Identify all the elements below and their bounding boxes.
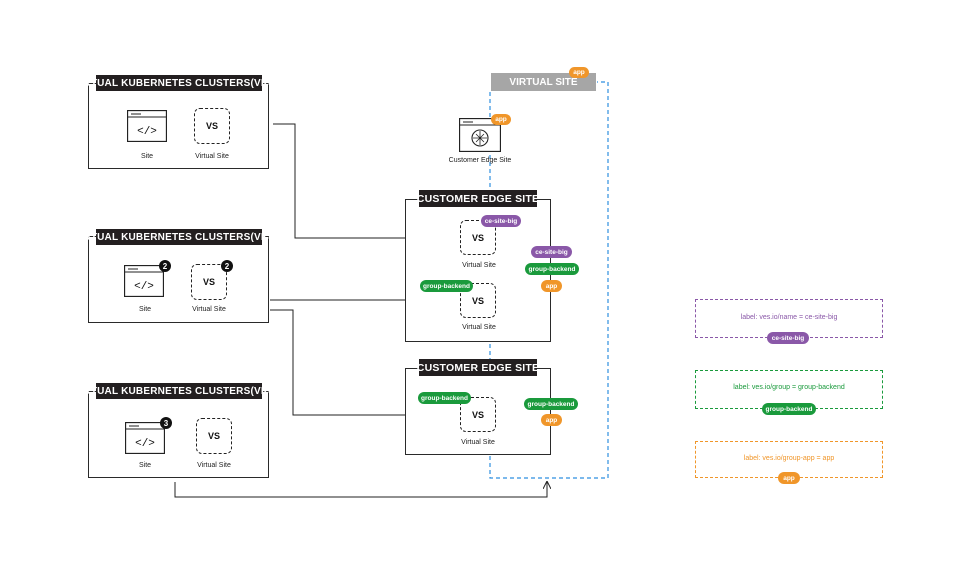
svg-text:</>: </>	[137, 126, 157, 138]
site-label: Site	[140, 153, 154, 160]
arrow-cluster1-to-vs1	[273, 123, 458, 238]
customer-edge-app-tag: app	[491, 114, 511, 125]
vk8s-cluster-2-title: VIRTUAL KUBERNETES CLUSTERS(VK8S)	[74, 229, 284, 245]
virtual-site-app-tag: app	[569, 67, 589, 78]
legend-group-backend-tag: group-backend	[762, 403, 816, 415]
site-label: Site	[138, 306, 152, 313]
legend-app-tag: app	[778, 472, 800, 484]
customer-edge-label: Customer Edge Site	[448, 157, 512, 164]
vk8s-cluster-1-title: VIRTUAL KUBERNETES CLUSTERS(VK8S)	[74, 75, 284, 91]
site-count-badge: 3	[160, 417, 172, 429]
virtual-site-node: VS	[196, 418, 232, 454]
customer-edge-site-2-title: CUSTOMER EDGE SITE	[417, 359, 539, 376]
site-ce-site-big-tag: ce-site-big	[531, 246, 572, 258]
site-icon: </>	[123, 264, 165, 302]
virtual-site-node: VS	[191, 264, 227, 300]
site-group-backend-tag: group-backend	[525, 263, 579, 275]
customer-edge-site-1-title: CUSTOMER EDGE SITE	[417, 190, 539, 207]
virtual-site-node: VS	[460, 283, 496, 318]
site-count-badge: 2	[159, 260, 171, 272]
legend-ce-site-big-tag: ce-site-big	[767, 332, 809, 344]
virtual-site-label: Virtual Site	[195, 153, 229, 160]
legend-ce-site-big-text: label: ves.io/name = ce-site-big	[740, 314, 838, 321]
group-backend-tag: group-backend	[420, 280, 473, 292]
svg-text:</>: </>	[134, 281, 154, 293]
arrow-cluster3-to-virtual-site	[174, 482, 547, 498]
svg-text:</>: </>	[135, 438, 155, 450]
site-icon: </>	[126, 109, 168, 147]
site-label: Site	[138, 462, 152, 469]
site-icon: </>	[124, 421, 166, 459]
virtual-site-label: Virtual Site	[462, 262, 496, 269]
site-app-tag: app	[541, 280, 562, 292]
ce-site-big-tag: ce-site-big	[481, 215, 521, 227]
virtual-site-boundary	[489, 81, 609, 479]
virtual-site-count-badge: 2	[221, 260, 233, 272]
virtual-site-node: VS	[194, 108, 230, 144]
site-app-tag: app	[541, 414, 562, 426]
virtual-site-label: Virtual Site	[192, 306, 226, 313]
virtual-site-label: Virtual Site	[197, 462, 231, 469]
virtual-site-title: VIRTUAL SITE	[491, 73, 596, 91]
virtual-site-label: Virtual Site	[461, 439, 495, 446]
legend-app-text: label: ves.io/group-app = app	[743, 455, 835, 462]
vk8s-cluster-3-title: VIRTUAL KUBERNETES CLUSTERS(VK8S)	[74, 383, 284, 399]
vk8s-cluster-2	[88, 236, 269, 323]
vk8s-cluster-3	[88, 391, 269, 478]
group-backend-tag: group-backend	[418, 392, 471, 404]
arrow-cluster2-to-vs3	[270, 309, 458, 415]
legend-group-backend-text: label: ves.io/group = group-backend	[733, 384, 845, 391]
site-group-backend-tag: group-backend	[524, 398, 578, 410]
virtual-site-label: Virtual Site	[462, 324, 496, 331]
vk8s-cluster-1	[88, 83, 269, 169]
